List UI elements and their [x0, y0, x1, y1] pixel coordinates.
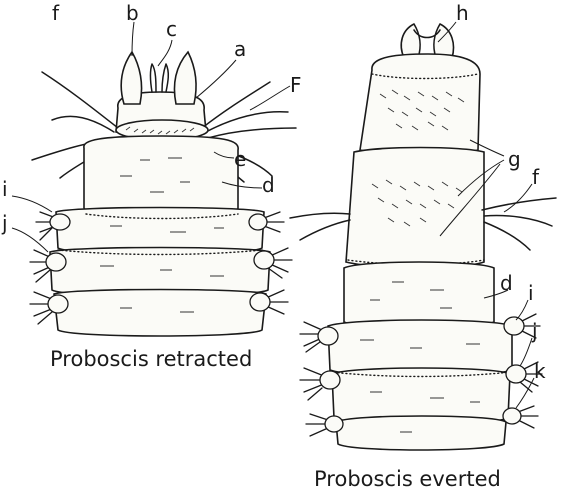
label-j-right: j — [531, 319, 538, 343]
label-e: e — [234, 147, 246, 171]
worm-everted: h g f d i j k Proboscis everted — [290, 1, 556, 491]
label-f-right: F — [290, 73, 302, 97]
label-d-left: d — [262, 173, 275, 197]
label-b: b — [126, 1, 139, 25]
label-d-right: d — [500, 271, 513, 295]
label-f-right-figure: f — [532, 165, 540, 189]
label-j-left: j — [1, 211, 8, 235]
caption-retracted: Proboscis retracted — [50, 347, 252, 371]
label-f-top: f — [52, 1, 60, 25]
label-h: h — [456, 1, 469, 25]
label-c: c — [166, 17, 177, 41]
label-i-right: i — [528, 281, 534, 305]
label-i-left: i — [2, 177, 8, 201]
label-a: a — [234, 37, 246, 61]
body-segments-everted — [328, 262, 512, 450]
jaws — [401, 24, 453, 58]
label-k: k — [534, 359, 546, 383]
head-retracted — [116, 52, 208, 140]
everted-proboscis — [346, 54, 484, 268]
label-g: g — [508, 147, 521, 171]
worm-retracted: b c a f F e d i j Proboscis retracted — [1, 1, 302, 371]
caption-everted: Proboscis everted — [314, 467, 501, 491]
